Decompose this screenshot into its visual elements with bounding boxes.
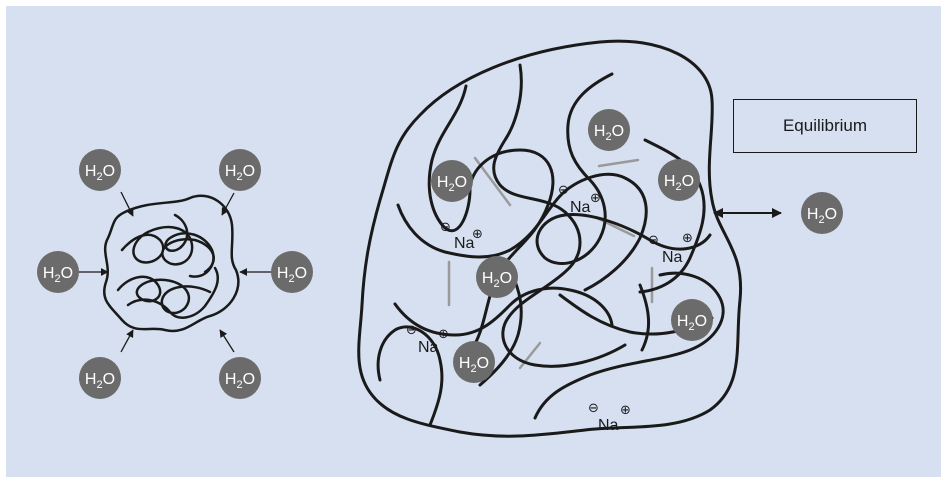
dry-polymer	[103, 194, 240, 333]
water-molecule: H2O	[431, 160, 473, 202]
negative-charge-symbol: ⊖	[588, 401, 599, 416]
water-circle	[801, 192, 843, 234]
water-circle	[658, 159, 700, 201]
sodium-label: Na	[662, 249, 683, 266]
dry-polymer-coil-2	[116, 275, 212, 315]
water-label: H2O	[43, 265, 73, 285]
chain-11	[638, 283, 651, 352]
polymer-chains	[376, 63, 725, 427]
water-label: H2O	[482, 270, 512, 290]
water-label: H2O	[459, 355, 489, 375]
water-molecule: H2O	[453, 341, 495, 383]
water-label: H2O	[225, 163, 255, 183]
water-label: H2O	[677, 313, 707, 333]
equilibrium-label-box: Equilibrium	[733, 99, 917, 153]
water-circle	[476, 256, 518, 298]
chain-9	[478, 268, 523, 387]
water-label: H2O	[807, 206, 837, 226]
water-circle	[588, 109, 630, 151]
positive-charge-symbol: ⊕	[472, 227, 483, 242]
absorption-arrows	[76, 191, 272, 353]
water-molecule: H2O	[476, 256, 518, 298]
crosslink-3	[595, 216, 636, 238]
sodium-label: Na	[418, 339, 439, 356]
negative-charge-symbol: ⊖	[440, 220, 451, 235]
negative-charge-symbol: ⊖	[648, 233, 659, 248]
absorption-arrow-top-left	[120, 191, 134, 217]
water-molecule: H2O	[219, 149, 261, 191]
sodium-ion: ⊖ Na ⊕	[406, 323, 449, 356]
water-molecule: H2O	[801, 192, 843, 234]
water-label: H2O	[437, 174, 467, 194]
negative-charge-symbol: ⊖	[558, 183, 569, 198]
water-molecule: H2O	[271, 251, 313, 293]
water-circle	[453, 341, 495, 383]
equilibrium-label: Equilibrium	[782, 116, 868, 135]
water-circle	[79, 149, 121, 191]
water-label: H2O	[85, 371, 115, 391]
crosslink-2	[597, 158, 640, 168]
chain-8	[533, 271, 725, 420]
chain-5	[638, 138, 706, 294]
water-circle	[37, 251, 79, 293]
chain-3	[492, 63, 627, 368]
dry-polymer-outline	[103, 194, 240, 333]
water-label: H2O	[225, 371, 255, 391]
sodium-label: Na	[570, 199, 591, 216]
dry-polymer-coil-4	[126, 266, 220, 319]
water-label: H2O	[277, 265, 307, 285]
chain-1	[427, 84, 555, 354]
water-molecule: H2O	[37, 251, 79, 293]
water-circle	[219, 149, 261, 191]
crosslink-6	[518, 341, 542, 370]
chain-2	[396, 172, 648, 292]
gel-boundary	[357, 39, 743, 438]
water-label: H2O	[85, 163, 115, 183]
sodium-label: Na	[598, 417, 619, 434]
positive-charge-symbol: ⊕	[682, 231, 693, 246]
sodium-label: Na	[454, 235, 475, 252]
water-molecule: H2O	[671, 299, 713, 341]
water-molecule: H2O	[79, 149, 121, 191]
positive-charge-symbol: ⊕	[438, 327, 449, 342]
water-circle	[431, 160, 473, 202]
absorption-arrow-bottom-right	[219, 329, 235, 353]
absorption-arrow-bottom-left	[120, 329, 134, 353]
sodium-ion: ⊖ Na ⊕	[558, 183, 601, 216]
water-circle	[79, 357, 121, 399]
water-molecule: H2O	[79, 357, 121, 399]
positive-charge-symbol: ⊕	[620, 403, 631, 418]
water-molecules: H2O H2O H2O H2O H2O H2O H2O H2O H2O H2O H2O H2O H2O	[37, 109, 843, 399]
positive-charge-symbol: ⊕	[590, 191, 601, 206]
dry-polymer-coil-1	[120, 225, 215, 274]
water-circle	[671, 299, 713, 341]
water-label: H2O	[664, 173, 694, 193]
water-label: H2O	[594, 123, 624, 143]
water-molecule: H2O	[588, 109, 630, 151]
chain-7	[376, 325, 444, 427]
sodium-ion: ⊖ Na ⊕	[440, 220, 483, 252]
absorption-arrow-top-right	[221, 192, 235, 216]
negative-charge-symbol: ⊖	[406, 323, 417, 338]
water-molecule: H2O	[658, 159, 700, 201]
water-circle	[219, 357, 261, 399]
chain-4	[535, 72, 712, 265]
dry-polymer-coil-3	[164, 213, 215, 278]
chain-6	[393, 286, 614, 337]
water-circle	[271, 251, 313, 293]
sodium-ion: ⊖ Na ⊕	[648, 231, 693, 266]
sodium-ion: ⊖ Na ⊕	[588, 401, 631, 434]
water-molecule: H2O	[219, 357, 261, 399]
